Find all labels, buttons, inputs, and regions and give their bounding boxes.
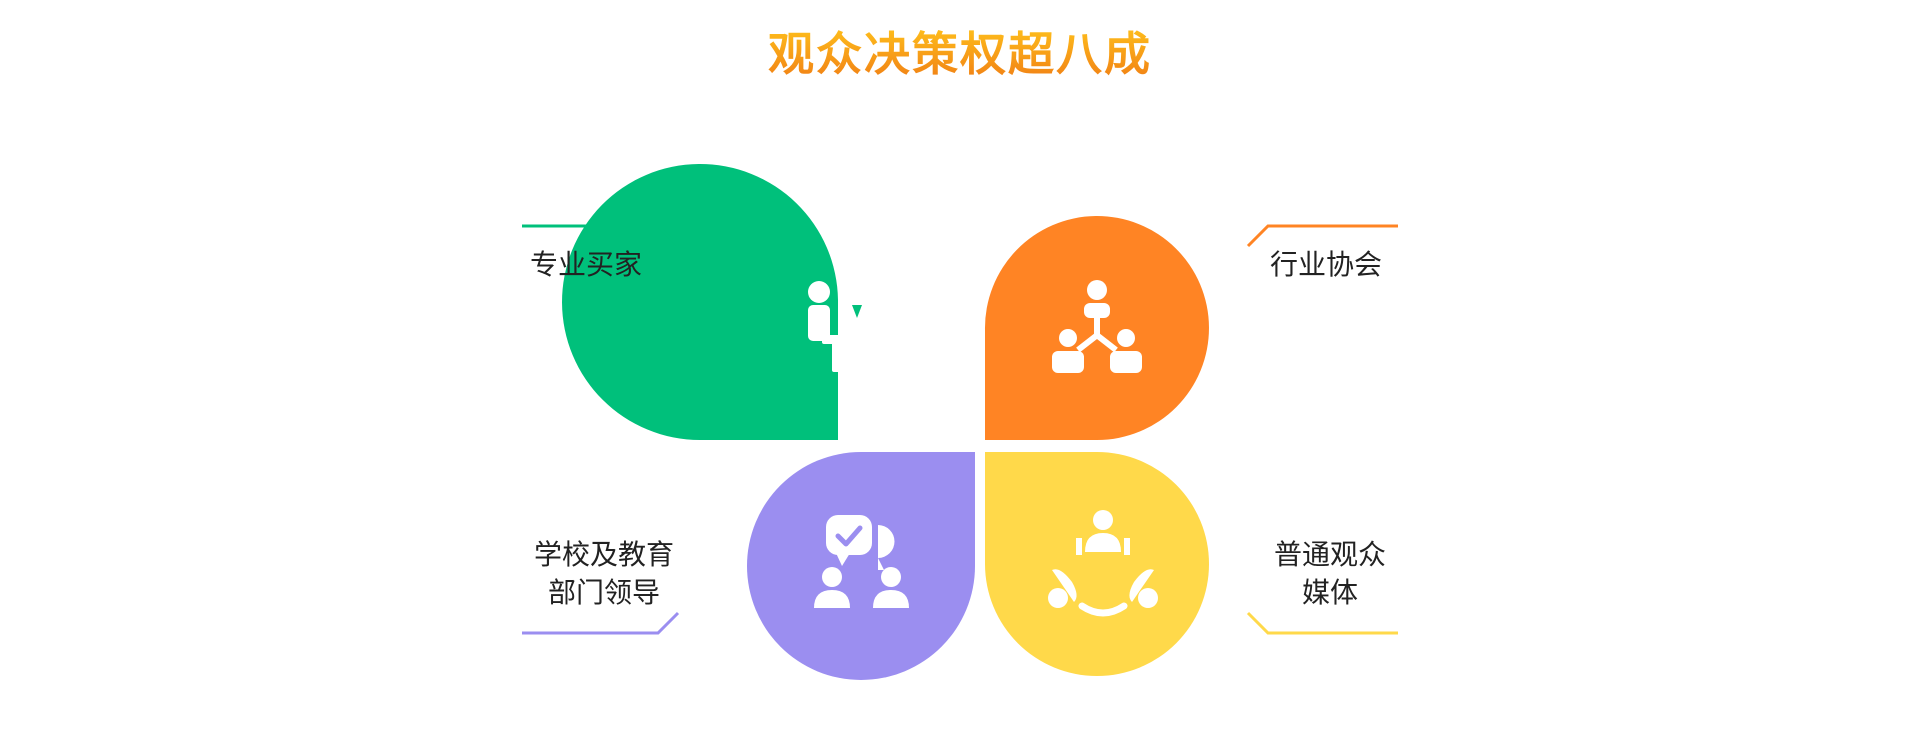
label-bottom-left: 学校及教育 部门领导 [530, 536, 678, 612]
petal-bottom-right [985, 452, 1209, 676]
meeting-people-icon [808, 275, 906, 372]
diagram-title: 观众决策权超八成 [0, 24, 1920, 84]
label-line: 专业买家 [530, 248, 643, 281]
label-top-left: 专业买家 [530, 246, 642, 284]
discussion-approval-icon [814, 515, 909, 608]
org-hierarchy-icon [1052, 280, 1142, 373]
connector-bottom-left [522, 611, 680, 635]
connector-top-right [1246, 224, 1398, 248]
label-top-right: 行业协会 [1270, 246, 1382, 284]
label-line: 学校及教育 [533, 538, 674, 571]
connector-top-left [522, 224, 680, 248]
label-line: 行业协会 [1270, 248, 1383, 281]
label-line: 部门领导 [547, 576, 660, 609]
connector-bottom-right [1246, 611, 1398, 635]
label-bottom-right: 普通观众 媒体 [1270, 536, 1390, 612]
label-line: 普通观众 [1273, 538, 1386, 571]
community-network-icon [1048, 510, 1158, 617]
label-line: 媒体 [1301, 576, 1358, 609]
petal-bottom-left [747, 452, 975, 680]
petal-top-left [562, 164, 838, 441]
